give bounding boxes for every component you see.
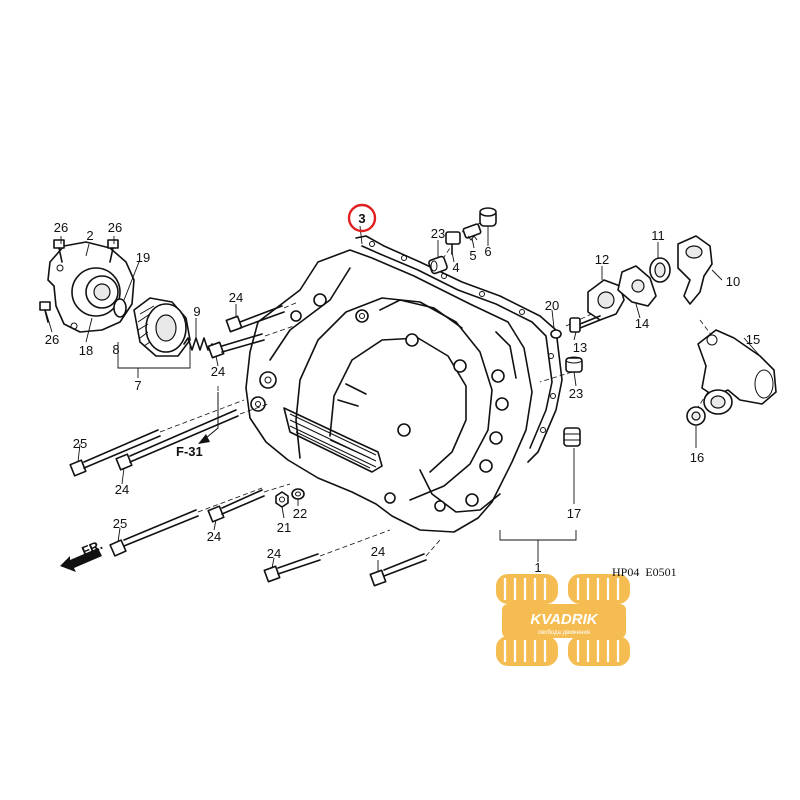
part-24-bolt-e	[263, 553, 321, 583]
callout-25: 25	[113, 516, 127, 531]
kvadrik-tagline: свобода движения	[538, 630, 590, 636]
f31-label: F-31	[176, 444, 203, 459]
callout-16: 16	[690, 450, 704, 465]
callout-24: 24	[211, 364, 225, 379]
f31-reference: F-31	[176, 392, 219, 459]
callout-2: 2	[86, 228, 93, 243]
front-direction-arrow: FR.	[60, 537, 105, 572]
callout-9: 9	[193, 304, 200, 319]
part-1-crankcase-cover	[245, 249, 533, 533]
part-9-spring	[183, 337, 213, 351]
part-22-washer	[291, 488, 305, 500]
part-26-bolts	[39, 239, 119, 323]
leader-lines	[45, 225, 761, 572]
callout-10: 10	[726, 274, 740, 289]
part-24-bolt-f	[369, 553, 427, 587]
part-10-thermostat-housing	[677, 235, 713, 305]
callout-12: 12	[595, 252, 609, 267]
callout-5: 5	[469, 248, 476, 263]
part-3-gasket	[355, 235, 563, 463]
callout-24: 24	[229, 290, 243, 305]
callout-7: 7	[134, 378, 141, 393]
callout-8: 8	[112, 342, 119, 357]
part-25-bolt-long-b	[109, 509, 199, 557]
callout-13: 13	[573, 340, 587, 355]
callout-11: 11	[651, 228, 665, 243]
part-24-bolt-b	[207, 333, 265, 359]
part-15-shift-arm	[697, 329, 777, 415]
callout-20: 20	[545, 298, 559, 313]
highlight-circle	[347, 203, 377, 233]
callout-15: 15	[746, 332, 760, 347]
cover-vent-louvres	[283, 407, 383, 473]
diagram-code: HP04 E0501	[612, 565, 677, 579]
callout-25: 25	[73, 436, 87, 451]
kvadrik-brand: KVADRIK	[530, 611, 598, 628]
callout-numbers: 26 2 26 19 26 18 8 7 9 24 24 3 23 4 5 6 …	[45, 211, 760, 575]
callout-4: 4	[452, 260, 459, 275]
part-8-oil-filter	[133, 297, 191, 357]
part-16-seal	[686, 406, 706, 426]
callout-14: 14	[635, 316, 649, 331]
part-13-shaft-bolt	[569, 315, 601, 333]
callout-18: 18	[79, 343, 93, 358]
part-25-bolt-long-a	[69, 429, 161, 477]
front-label: FR.	[80, 537, 105, 559]
part-24-bolt-d	[207, 489, 265, 523]
part-6-plug	[479, 207, 497, 227]
callout-26: 26	[45, 332, 59, 347]
callout-24: 24	[207, 529, 221, 544]
callout-21: 21	[277, 520, 291, 535]
callout-23: 23	[569, 386, 583, 401]
part-24-bolt-a	[225, 305, 285, 333]
part-20-o-ring	[550, 329, 562, 339]
callout-24: 24	[371, 544, 385, 559]
part-14-rotor	[617, 265, 657, 307]
part-4-oil-jet	[445, 231, 461, 255]
callout-26: 26	[54, 220, 68, 235]
part-5-spring-bolt	[462, 223, 482, 241]
part-17-dowel	[563, 427, 581, 447]
kvadrik-logo: KVADRIK свобода движения	[496, 574, 630, 666]
callout-26: 26	[108, 220, 122, 235]
part-2-filter-cover	[47, 241, 135, 333]
callout-24: 24	[267, 546, 281, 561]
part-23-dowel-a	[428, 255, 448, 275]
callout-24: 24	[115, 482, 129, 497]
callout-22: 22	[293, 506, 307, 521]
part-12-water-pump-cover	[587, 279, 625, 321]
callout-1: 1	[534, 560, 541, 575]
part-21-nut	[275, 491, 289, 508]
part-11-seal	[649, 257, 671, 283]
callout-6: 6	[484, 244, 491, 259]
part-19-o-ring	[113, 298, 127, 318]
part-23-dowel-b	[565, 356, 583, 373]
callout-17: 17	[567, 506, 581, 521]
callout-3: 3	[358, 211, 365, 226]
callout-19: 19	[136, 250, 150, 265]
callout-23: 23	[431, 226, 445, 241]
